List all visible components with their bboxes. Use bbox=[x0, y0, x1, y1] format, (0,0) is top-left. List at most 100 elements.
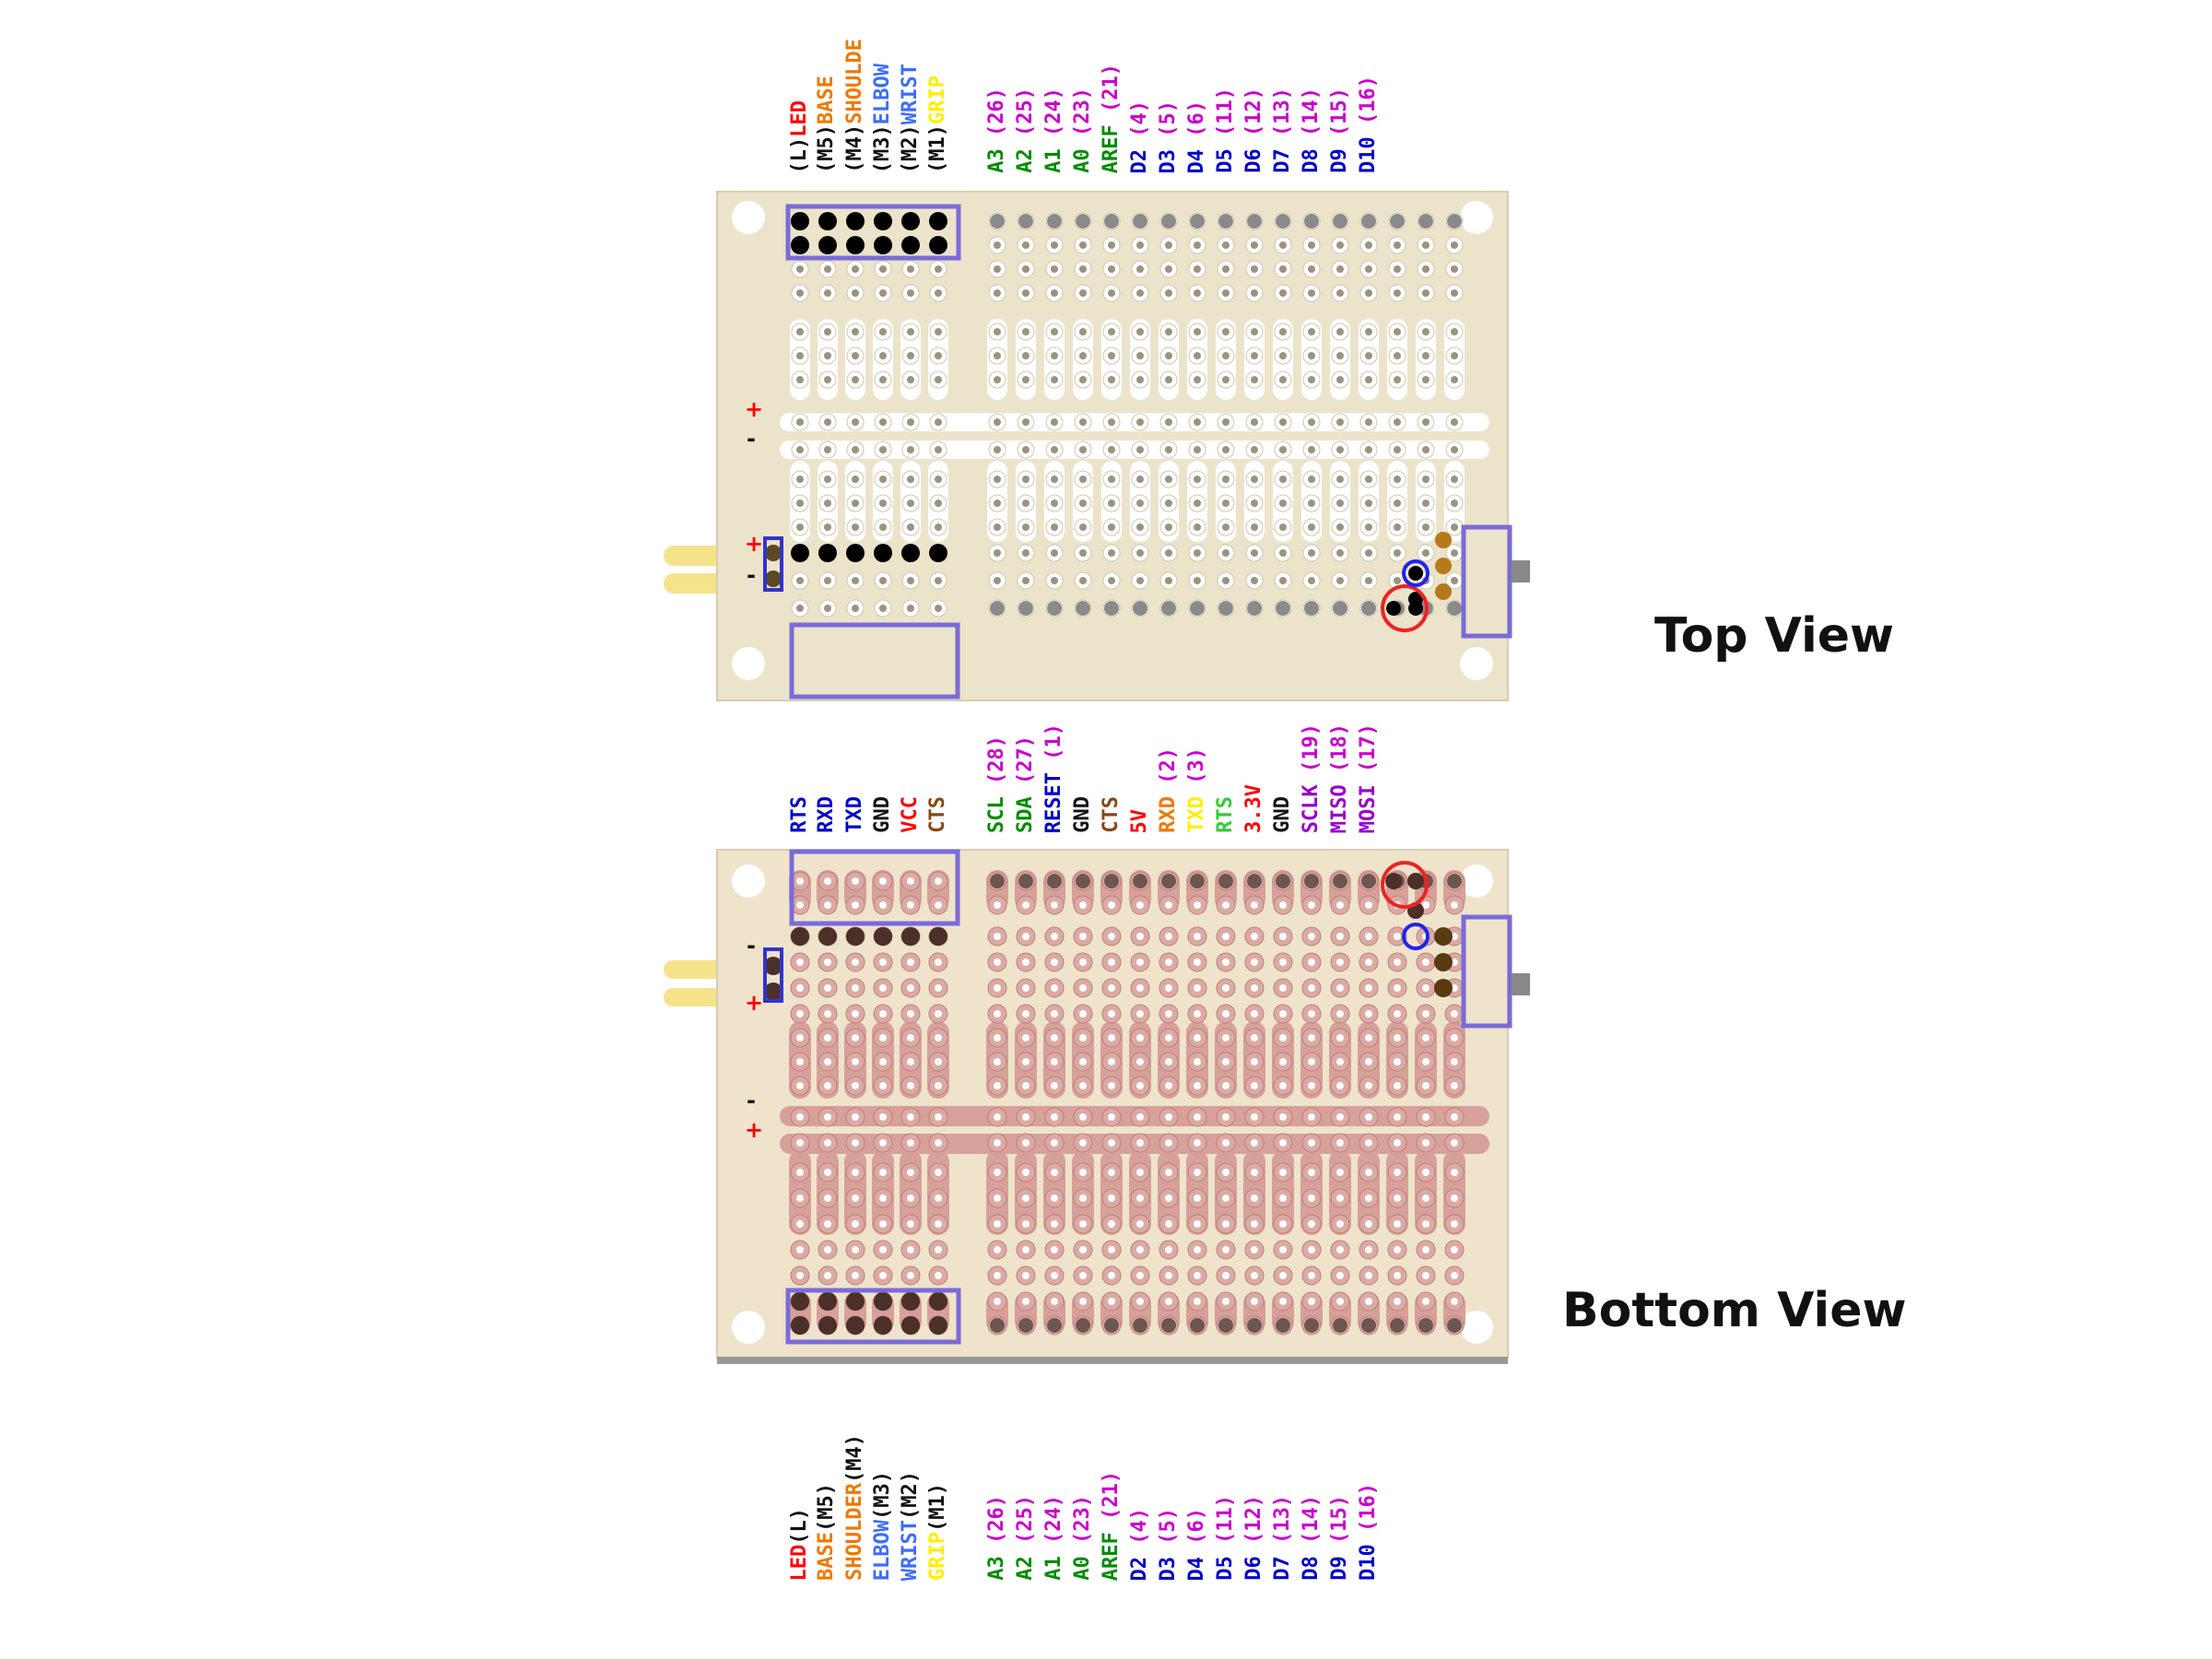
pin-dot bbox=[1418, 214, 1433, 229]
pad-hole bbox=[1022, 984, 1030, 992]
pad-hole bbox=[879, 1082, 887, 1089]
pad-hole bbox=[1194, 959, 1201, 966]
hole-center bbox=[1422, 446, 1430, 453]
pad-hole bbox=[907, 1082, 914, 1089]
pin-label-part: (16) bbox=[1357, 1483, 1380, 1533]
hole-center bbox=[1136, 446, 1144, 453]
pad-hole bbox=[1108, 1246, 1115, 1253]
pad-hole bbox=[907, 1220, 914, 1228]
pin-dot bbox=[1361, 1318, 1376, 1333]
pin-label: A2 (25) bbox=[1014, 88, 1038, 173]
pad-hole bbox=[1051, 984, 1058, 992]
pin-dot bbox=[1390, 1318, 1405, 1333]
pad-hole bbox=[1365, 1298, 1372, 1305]
mounting-hole bbox=[1460, 865, 1493, 898]
pin-label: MISO (18) bbox=[1328, 724, 1352, 833]
pin-dot bbox=[1333, 1318, 1347, 1333]
header-pin bbox=[929, 236, 947, 254]
pin-label-part: (6) bbox=[1185, 100, 1208, 137]
pin-dot bbox=[1161, 874, 1176, 888]
hole-center bbox=[824, 577, 831, 584]
pin-label-part: (11) bbox=[1214, 1495, 1237, 1545]
hole-center bbox=[1222, 524, 1230, 531]
pin-dot bbox=[1276, 214, 1290, 229]
pad-hole bbox=[1336, 959, 1344, 966]
hole-center bbox=[879, 446, 887, 453]
hole-center bbox=[1108, 549, 1115, 557]
pad-hole bbox=[907, 984, 914, 992]
pad-hole bbox=[796, 1010, 804, 1018]
pad-hole bbox=[1365, 1194, 1372, 1202]
pad-hole bbox=[994, 1220, 1001, 1228]
pad-hole bbox=[1165, 984, 1172, 992]
pin-label: RTS bbox=[788, 796, 812, 833]
pad-hole bbox=[1394, 1194, 1401, 1202]
hole-center bbox=[1422, 376, 1430, 383]
header-pad bbox=[818, 1316, 837, 1335]
hole-center bbox=[1308, 500, 1315, 507]
hole-center bbox=[1279, 352, 1287, 359]
hole-center bbox=[1394, 476, 1401, 483]
hole-center bbox=[852, 352, 859, 359]
hole-center bbox=[935, 500, 942, 507]
pad-hole bbox=[796, 1246, 804, 1253]
pad-hole bbox=[907, 1139, 914, 1147]
hole-center bbox=[1365, 352, 1372, 359]
pad-hole bbox=[1251, 1058, 1258, 1065]
hole-center bbox=[935, 352, 942, 359]
hole-center bbox=[1194, 241, 1201, 249]
pad-hole bbox=[1251, 1082, 1258, 1089]
pad-hole bbox=[1279, 959, 1287, 966]
pad-hole bbox=[1079, 1139, 1087, 1147]
pad-hole bbox=[1394, 959, 1401, 966]
pin-label-part: (25) bbox=[1014, 88, 1037, 137]
hole-center bbox=[1308, 289, 1315, 297]
hole-center bbox=[1336, 241, 1344, 249]
hole-center bbox=[1051, 289, 1058, 297]
hole-center bbox=[879, 328, 887, 335]
pin-label-part: D9 bbox=[1328, 1544, 1351, 1582]
pin-dot bbox=[1018, 601, 1033, 616]
pad-grid bbox=[764, 870, 1489, 1335]
pad-hole bbox=[1336, 1034, 1344, 1041]
pad-hole bbox=[1051, 1298, 1058, 1305]
pin-dot bbox=[1161, 601, 1176, 616]
pad-hole bbox=[1022, 1194, 1030, 1202]
hole-center bbox=[1194, 352, 1201, 359]
pad-hole bbox=[1022, 959, 1030, 966]
pin-label-part: (18) bbox=[1328, 723, 1351, 772]
pin-label: D3 (5) bbox=[1157, 1508, 1181, 1582]
pin-label: D4 (6) bbox=[1185, 1508, 1209, 1582]
pad-hole bbox=[1365, 1139, 1372, 1147]
pad-hole bbox=[824, 1082, 831, 1089]
hole-center bbox=[907, 265, 914, 273]
pad-hole bbox=[1451, 901, 1458, 909]
hole-center bbox=[1365, 476, 1372, 483]
pin-label: SCL (28) bbox=[985, 735, 1009, 833]
hole-center bbox=[1251, 524, 1258, 531]
pad-hole bbox=[1194, 933, 1201, 940]
pad-hole bbox=[879, 877, 887, 885]
pin-label-part: ELBOW bbox=[871, 1519, 894, 1581]
pin-label-part: (21) bbox=[1100, 63, 1123, 112]
board-edge bbox=[717, 1357, 1508, 1364]
pin-label-part: MOSI bbox=[1357, 771, 1380, 833]
pin-dot bbox=[1133, 214, 1147, 229]
pin-label-part: SHOULDER bbox=[843, 1483, 866, 1581]
hole-center bbox=[824, 500, 831, 507]
pin-label: 3.3V bbox=[1242, 784, 1266, 833]
pad-hole bbox=[796, 1272, 804, 1279]
pad-hole bbox=[1222, 901, 1230, 909]
hole-center bbox=[852, 524, 859, 531]
pin-label-part: 3.3V bbox=[1242, 784, 1265, 833]
hole-center bbox=[1279, 241, 1287, 249]
pad-hole bbox=[1451, 1272, 1458, 1279]
hole-center bbox=[935, 418, 942, 426]
pin-label-part: (26) bbox=[985, 1495, 1008, 1545]
serial-header-box bbox=[789, 622, 960, 700]
pad-hole bbox=[1022, 1113, 1030, 1121]
pad-hole bbox=[852, 959, 859, 966]
hole-center bbox=[1308, 524, 1315, 531]
hole-center bbox=[1165, 524, 1172, 531]
pad-hole bbox=[1222, 959, 1230, 966]
